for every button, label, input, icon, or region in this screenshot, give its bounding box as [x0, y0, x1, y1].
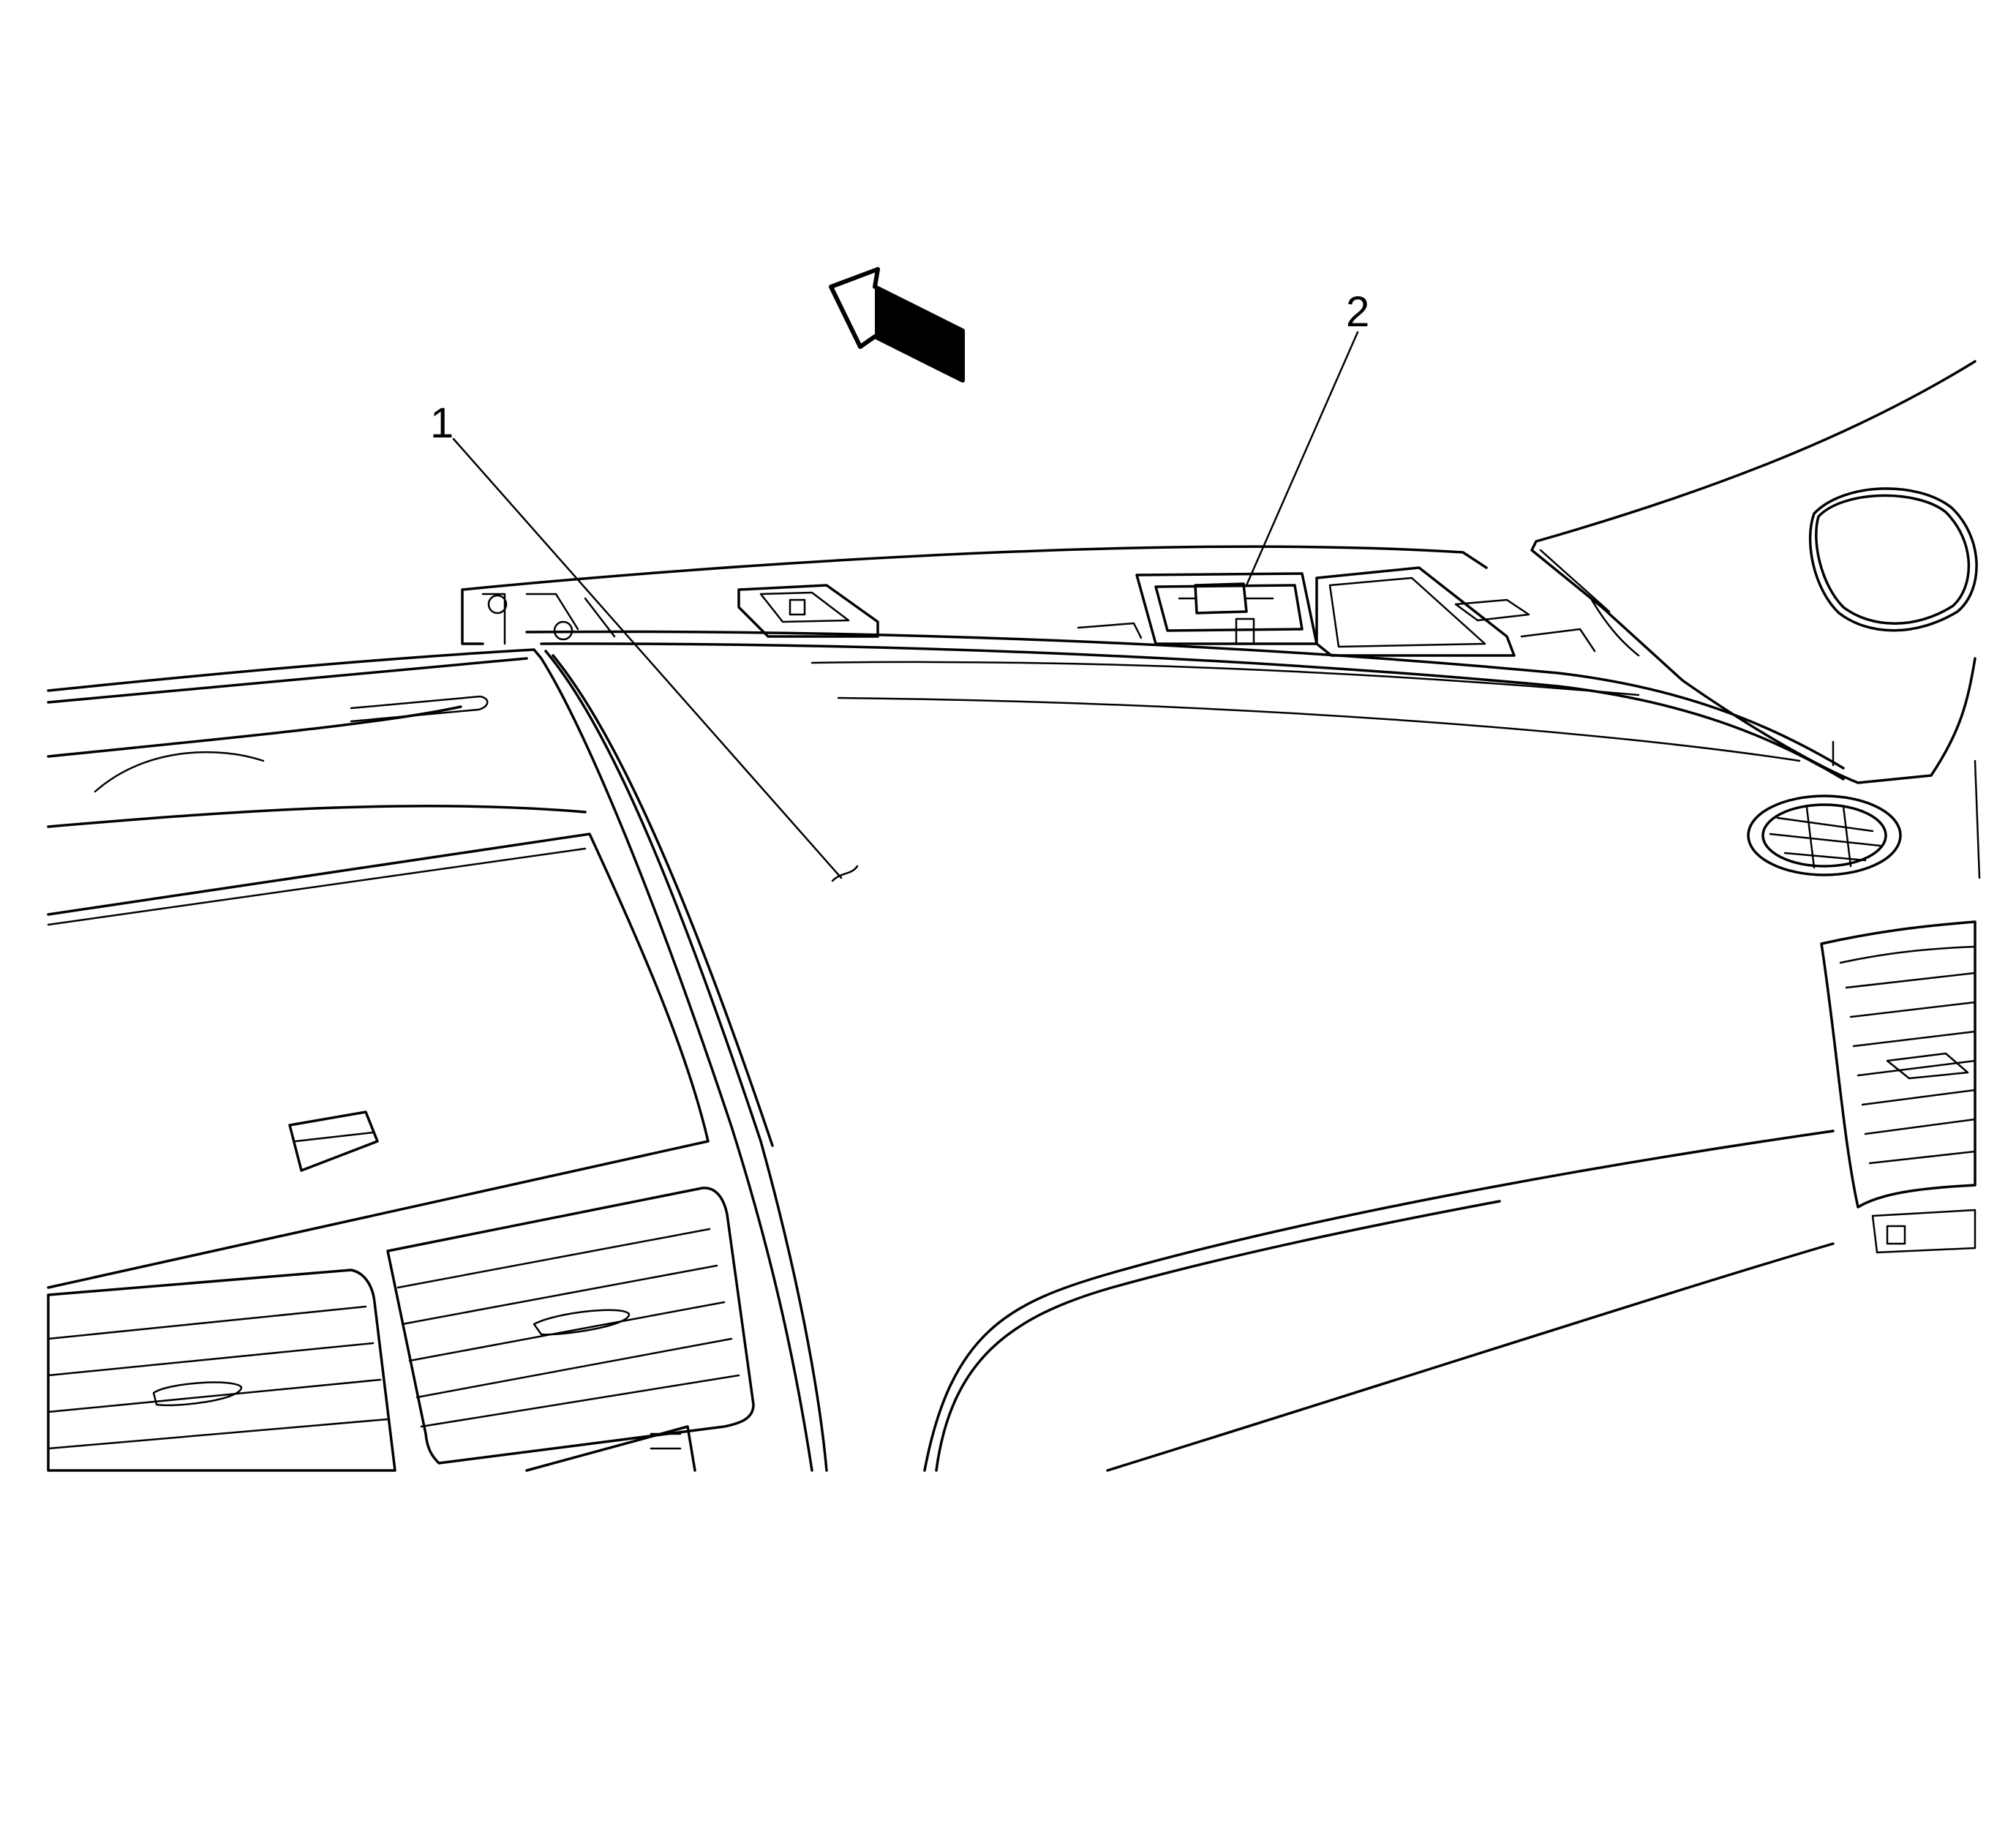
center-air-vents: [47, 1187, 755, 1472]
callout-2: 2: [1346, 288, 1369, 336]
instrument-panel-upper-trim: [461, 545, 1845, 781]
side-air-outlet: [1747, 794, 1902, 876]
callout-1: 1: [430, 399, 454, 447]
leader-line-1: [452, 437, 859, 882]
pillar-trim: [1530, 360, 1981, 879]
instrument-panel-body: [923, 1130, 1835, 1472]
sensor-component: [1077, 566, 1596, 657]
forward-arrow-icon: [829, 267, 965, 383]
instrument-cluster-area: [47, 648, 828, 1472]
right-air-vent: [1820, 920, 1976, 1254]
leader-line-2: [1245, 331, 1359, 587]
speaker-grille-icon: [1808, 487, 1978, 632]
